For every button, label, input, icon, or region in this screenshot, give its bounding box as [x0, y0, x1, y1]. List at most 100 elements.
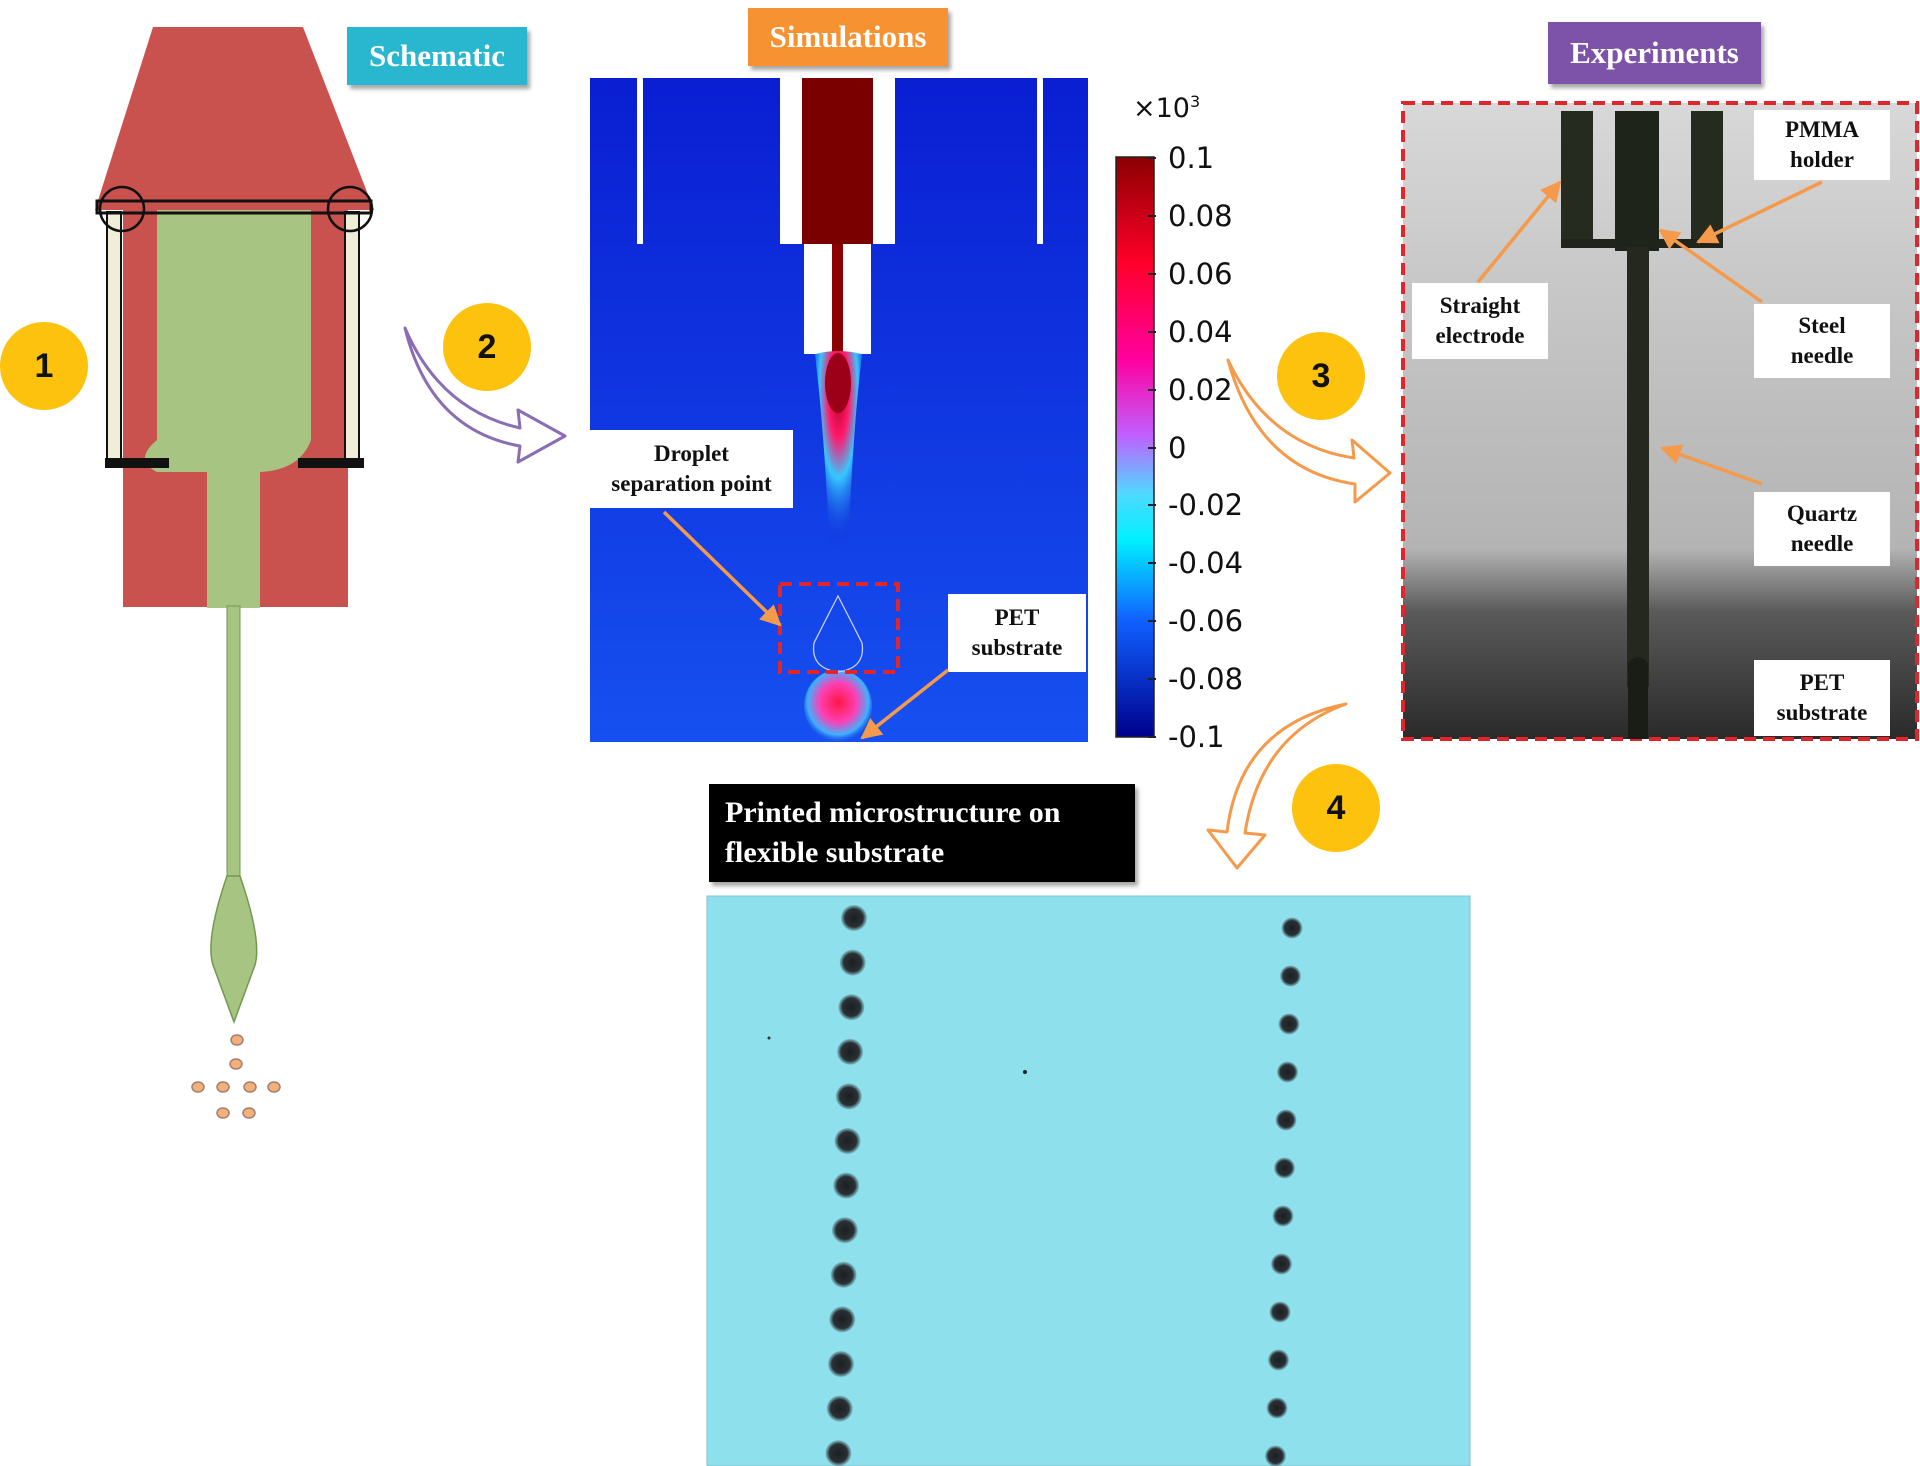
experiments-header: Experiments: [1548, 22, 1761, 84]
printed-dot: [1272, 1205, 1294, 1227]
printed-dot: [831, 1217, 858, 1244]
printed-dots-left: [825, 905, 867, 1466]
printed-dot: [830, 1261, 857, 1288]
colorbar-tick-mark: [1148, 504, 1156, 507]
printed-dot: [834, 1128, 861, 1154]
steel-needle-photo: [1615, 111, 1659, 251]
printed-dot: [1275, 1109, 1297, 1131]
printed-dot: [1274, 1157, 1295, 1179]
needle-tip-photo: [1627, 603, 1649, 638]
holder-left-leg: [1561, 111, 1593, 247]
straight-electrode-label: Straight electrode: [1412, 283, 1548, 359]
quartz-needle-left: [804, 244, 832, 354]
jet-hotspot: [825, 353, 851, 413]
dashed-border: [1401, 101, 1919, 741]
right-joint-icon: [326, 185, 374, 233]
substrate-background: [706, 895, 1471, 1466]
schematic-header: Schematic: [347, 27, 527, 85]
colorbar-tick-label: 0.06: [1168, 256, 1233, 291]
step-1-badge: 1: [0, 322, 88, 410]
pmma-holder-label: PMMA holder: [1754, 110, 1890, 180]
colorbar-tick-label: 0.1: [1168, 141, 1215, 175]
colorbar-tick-label: 0.08: [1168, 198, 1233, 233]
colorbar-tick-mark: [1148, 446, 1156, 449]
colorbar-multiplier: ×103: [1133, 92, 1201, 124]
left-joint-icon: [98, 185, 146, 233]
print-title-box: Printed microstructure on flexible subst…: [709, 784, 1135, 882]
colorbar-tick-mark: [1148, 388, 1156, 391]
printed-dot: [826, 1395, 853, 1422]
debris-dot: [1023, 1070, 1027, 1074]
step-2-badge: 2: [443, 303, 531, 391]
holder-gap-mid-left: [780, 78, 802, 244]
printed-dot: [1265, 1445, 1286, 1466]
printed-dot: [829, 1306, 856, 1333]
printed-dot: [1281, 917, 1303, 939]
colorbar-tick-label: -0.02: [1168, 488, 1244, 523]
printed-dot: [1271, 1253, 1292, 1275]
colorbar-tick-mark: [1148, 562, 1156, 565]
colorbar-tick-label: -0.04: [1168, 546, 1244, 581]
steel-needle-label: Steel needle: [1754, 304, 1890, 378]
printed-dot: [837, 1038, 864, 1065]
quartz-needle-label: Quartz needle: [1754, 492, 1890, 566]
debris-dot: [767, 1036, 771, 1040]
holder-gap-mid-right: [873, 78, 895, 244]
colorbar-tick-mark: [1148, 214, 1156, 217]
printed-dot: [1266, 1397, 1288, 1419]
printed-dot: [838, 994, 865, 1021]
printed-microstructure-photo: [706, 895, 1471, 1466]
pet-substrate-exp-label: PET substrate: [1754, 660, 1890, 736]
steel-needle-field: [802, 78, 873, 244]
colorbar-tick-label: -0.06: [1168, 604, 1244, 639]
printed-dot: [1269, 1301, 1291, 1323]
ink-reservoir: [145, 210, 311, 472]
left-electrode-foot: [105, 458, 169, 468]
colorbar-tick-label: 0.04: [1168, 314, 1233, 349]
colorbar-tick-mark: [1148, 736, 1156, 738]
jet-field: [815, 351, 862, 558]
printed-dot: [1277, 1061, 1298, 1083]
printed-dot: [828, 1351, 854, 1377]
colorbar-tick-label: -0.1: [1168, 720, 1225, 754]
colorbar-tick-mark: [1148, 678, 1156, 681]
printed-dot: [839, 949, 866, 976]
holder-gap-left: [637, 78, 643, 244]
colorbar-tick-mark: [1148, 272, 1156, 275]
colorbar-tick-mark: [1148, 330, 1156, 333]
droplet-separation-label: Droplet separation point: [590, 430, 793, 508]
printed-dot: [1268, 1349, 1289, 1371]
holder-gap-right: [1037, 78, 1043, 244]
colorbar-tick-label: 0: [1168, 430, 1187, 465]
printed-dots-right: [1265, 917, 1303, 1466]
step-3-badge: 3: [1277, 332, 1365, 420]
printed-dot: [835, 1083, 862, 1110]
ink-channel: [207, 470, 260, 608]
colorbar-tick-mark: [1148, 157, 1156, 159]
step-4-badge: 4: [1292, 764, 1380, 852]
right-electrode-foot: [298, 458, 364, 468]
taylor-cone: [210, 875, 258, 1025]
pet-substrate-sim-label: PET substrate: [948, 594, 1086, 672]
colorbar-exponent: 3: [1189, 92, 1201, 111]
reflection-photo: [1628, 657, 1648, 739]
experiment-photo: [1401, 101, 1919, 741]
printed-dot: [841, 905, 867, 931]
quartz-needle-right: [843, 244, 871, 354]
printed-dot: [825, 1440, 852, 1466]
ejected-droplets: [191, 1034, 281, 1119]
colorbar: [1115, 156, 1155, 738]
colorbar-tick-label: 0.02: [1168, 372, 1233, 407]
nozzle-top-cone: [95, 27, 374, 210]
quartz-needle-photo: [1627, 247, 1649, 687]
colorbar-tick-label: -0.08: [1168, 662, 1244, 697]
printed-dot: [1280, 965, 1301, 987]
schematic-nozzle-diagram: [95, 27, 374, 1119]
droplet-field: [804, 670, 872, 742]
needle-core: [832, 244, 843, 354]
